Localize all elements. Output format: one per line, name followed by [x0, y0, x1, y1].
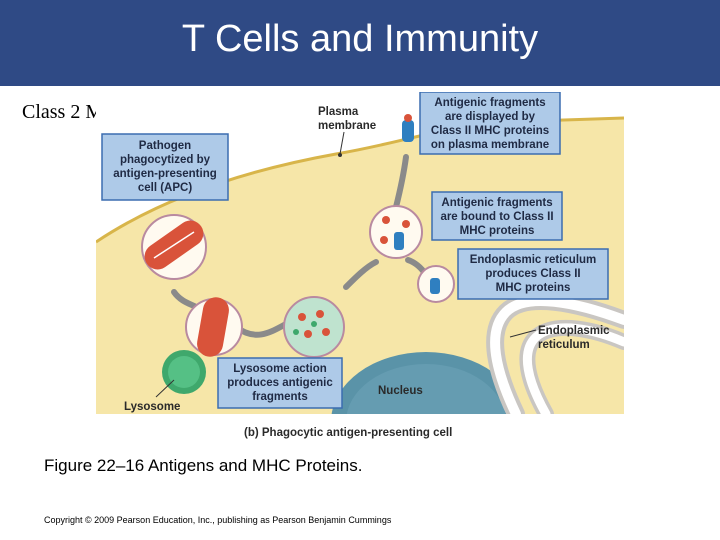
panel-caption: (b) Phagocytic antigen-presenting cell — [244, 427, 452, 439]
arrow-to-membrane — [393, 154, 409, 210]
phagosome — [185, 297, 243, 357]
label-nucleus: Nucleus — [378, 385, 423, 397]
pathogen-entering — [141, 214, 207, 280]
figure-caption: Figure 22–16 Antigens and MHC Proteins. — [44, 456, 363, 475]
copyright-notice: Copyright © 2009 Pearson Education, Inc.… — [44, 515, 392, 525]
title-bar — [0, 0, 720, 86]
lysosome — [162, 350, 206, 394]
bound-vesicle — [369, 205, 423, 259]
label-lysosome: Lysosome — [124, 401, 180, 413]
arrow-to-bound — [343, 259, 379, 290]
digestion-vesicle — [283, 296, 345, 358]
er-vesicle — [417, 265, 455, 303]
endoplasmic-reticulum — [486, 292, 624, 423]
slide-title: T Cells and Immunity — [181, 18, 539, 60]
mhc-on-membrane — [402, 114, 414, 142]
